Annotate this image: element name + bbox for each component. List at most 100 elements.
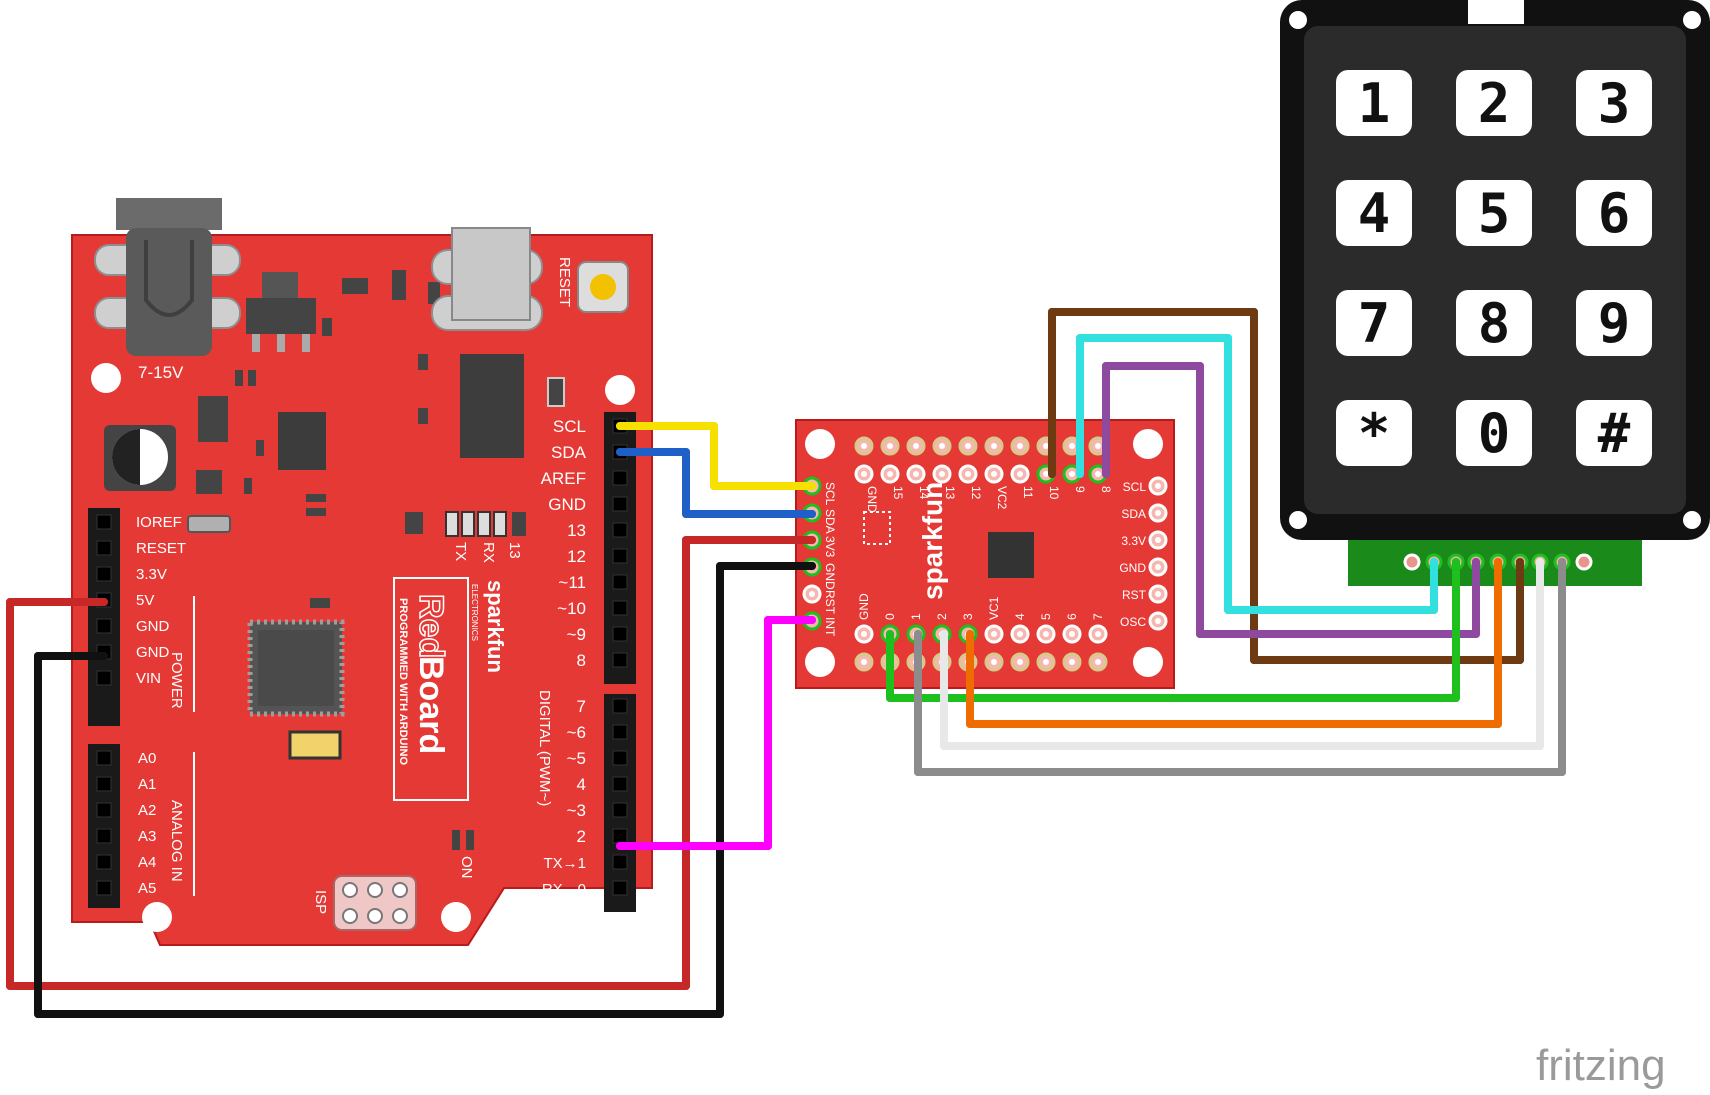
- keypad-key[interactable]: 3: [1576, 70, 1652, 136]
- breakout-header-hole[interactable]: [1010, 436, 1030, 456]
- breakout-header-hole[interactable]: [932, 436, 952, 456]
- wire-bend: [1250, 308, 1258, 316]
- power-pin-label: GND: [136, 644, 170, 661]
- breakout-pin[interactable]: [880, 464, 900, 484]
- digital-pin[interactable]: [612, 496, 628, 512]
- keypad-key[interactable]: #: [1576, 400, 1652, 466]
- power-pin[interactable]: [96, 514, 112, 530]
- digital-pin[interactable]: [612, 600, 628, 616]
- breakout-header-hole[interactable]: [854, 436, 874, 456]
- breakout-header-hole[interactable]: [1010, 652, 1030, 672]
- analog-pin[interactable]: [96, 776, 112, 792]
- digital-pin-label: AREF: [541, 469, 586, 488]
- wire-bend: [6, 982, 14, 990]
- analog-pin[interactable]: [96, 802, 112, 818]
- digital-pin[interactable]: [612, 802, 628, 818]
- keypad-key[interactable]: 5: [1456, 180, 1532, 246]
- breakout-pin[interactable]: [854, 464, 874, 484]
- wire-pin1: [914, 558, 1566, 776]
- breakout-header-hole[interactable]: [880, 436, 900, 456]
- digital-pin[interactable]: [612, 470, 628, 486]
- breakout-right-pin[interactable]: [1148, 476, 1168, 496]
- breakout-header-hole[interactable]: [958, 436, 978, 456]
- breakout-header-hole[interactable]: [984, 436, 1004, 456]
- keypad-key[interactable]: 6: [1576, 180, 1652, 246]
- analog-group-label: ANALOG IN: [168, 800, 185, 882]
- keypad-key[interactable]: 9: [1576, 290, 1652, 356]
- digital-pin-label: RX←0: [542, 881, 586, 898]
- analog-pin[interactable]: [96, 854, 112, 870]
- digital-pin[interactable]: [612, 724, 628, 740]
- digital-pin[interactable]: [612, 574, 628, 590]
- breakout-header-hole[interactable]: [1088, 652, 1108, 672]
- digital-pin[interactable]: [612, 698, 628, 714]
- analog-pin-label: A2: [138, 802, 156, 819]
- breakout-header-hole[interactable]: [984, 652, 1004, 672]
- digital-pin[interactable]: [612, 854, 628, 870]
- breakout-pin[interactable]: [1010, 464, 1030, 484]
- wire-bend: [1472, 630, 1480, 638]
- breakout-header-hole[interactable]: [1062, 652, 1082, 672]
- breakout-right-pin[interactable]: [1148, 611, 1168, 631]
- breakout-pin[interactable]: [1088, 624, 1108, 644]
- breakout-pin[interactable]: [1062, 624, 1082, 644]
- keypad-key[interactable]: 4: [1336, 180, 1412, 246]
- digital-pin[interactable]: [612, 828, 628, 844]
- digital-header-lower: [604, 694, 636, 912]
- keypad-key[interactable]: 1: [1336, 70, 1412, 136]
- breakout-bottom-pin-label: 4: [1013, 613, 1027, 620]
- wire-bend: [1430, 558, 1438, 566]
- power-pin-label: GND: [136, 618, 170, 635]
- digital-pin[interactable]: [612, 652, 628, 668]
- analog-header: [88, 744, 120, 908]
- breakout-right-pin[interactable]: [1148, 584, 1168, 604]
- keypad-connector-pin[interactable]: [1575, 553, 1593, 571]
- wire-bend: [1048, 470, 1056, 478]
- breakout-pin[interactable]: [854, 624, 874, 644]
- keypad-key[interactable]: *: [1336, 400, 1412, 466]
- digital-pin[interactable]: [612, 522, 628, 538]
- breakout-header-hole[interactable]: [906, 436, 926, 456]
- power-pin[interactable]: [96, 540, 112, 556]
- digital-pin[interactable]: [612, 750, 628, 766]
- breakout-pin[interactable]: [984, 464, 1004, 484]
- breakout-right-pin[interactable]: [1148, 530, 1168, 550]
- breakout-pin[interactable]: [958, 464, 978, 484]
- analog-pin[interactable]: [96, 828, 112, 844]
- breakout-right-pin[interactable]: [1148, 557, 1168, 577]
- mounting-hole: [142, 902, 172, 932]
- breakout-bottom-pin-label: 6: [1065, 613, 1079, 620]
- breakout-pin[interactable]: [906, 464, 926, 484]
- wire-bend: [1250, 656, 1258, 664]
- keypad-connector-pin[interactable]: [1403, 553, 1421, 571]
- analog-pin[interactable]: [96, 880, 112, 896]
- breakout-right-pin[interactable]: [1148, 503, 1168, 523]
- breakout-header-hole[interactable]: [854, 652, 874, 672]
- isp-label: ISP: [312, 890, 329, 914]
- power-header: [88, 508, 120, 726]
- breakout-right-pin-label: SCL: [1123, 480, 1147, 494]
- breakout-pin[interactable]: [932, 464, 952, 484]
- breakout-header-hole[interactable]: [1036, 652, 1056, 672]
- digital-pin[interactable]: [612, 548, 628, 564]
- digital-pin[interactable]: [612, 880, 628, 896]
- breakout-pin[interactable]: [1036, 624, 1056, 644]
- power-pin[interactable]: [96, 670, 112, 686]
- brand-sparkfun: sparkfun: [483, 580, 508, 673]
- keypad-key[interactable]: 2: [1456, 70, 1532, 136]
- wire-bend: [1558, 768, 1566, 776]
- breakout-pin[interactable]: [984, 624, 1004, 644]
- keypad-key[interactable]: 7: [1336, 290, 1412, 356]
- keypad-key[interactable]: 8: [1456, 290, 1532, 356]
- digital-pin-label: 2: [577, 827, 586, 846]
- power-pin[interactable]: [96, 566, 112, 582]
- keypad-key[interactable]: 0: [1456, 400, 1532, 466]
- wire-bend: [966, 630, 974, 638]
- digital-pin[interactable]: [612, 626, 628, 642]
- analog-pin[interactable]: [96, 750, 112, 766]
- breakout-pin[interactable]: [1010, 624, 1030, 644]
- digital-pin[interactable]: [612, 776, 628, 792]
- breakout-left-pin[interactable]: [802, 584, 822, 604]
- power-pin[interactable]: [96, 618, 112, 634]
- breakout-top-pin-label: VC2: [995, 486, 1009, 510]
